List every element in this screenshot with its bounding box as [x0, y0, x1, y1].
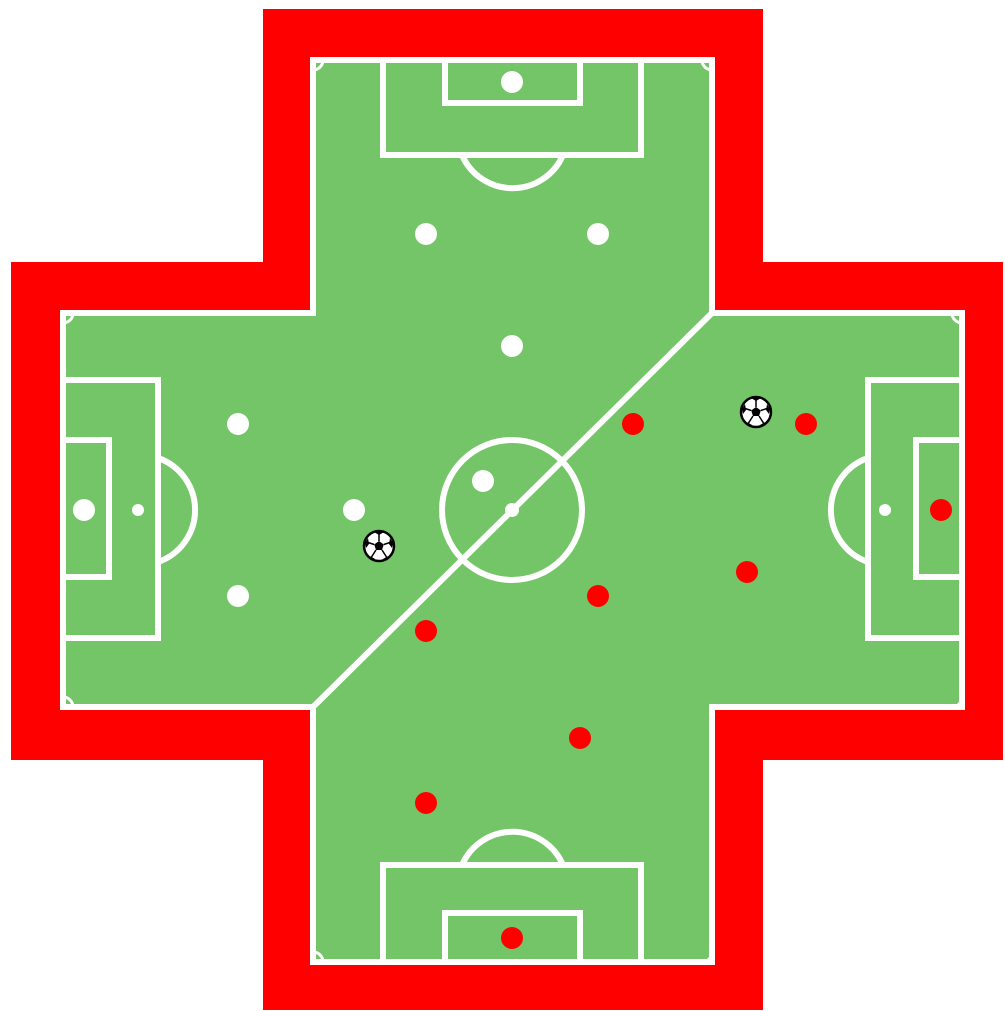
- white-team-player-icon[interactable]: [501, 71, 523, 93]
- red-team-player-icon[interactable]: [569, 727, 591, 749]
- red-team-player-icon[interactable]: [501, 927, 523, 949]
- red-team-player-icon[interactable]: [587, 585, 609, 607]
- penalty-spot: [132, 504, 144, 516]
- white-team-player-icon[interactable]: [415, 223, 437, 245]
- red-team-player-icon[interactable]: [736, 561, 758, 583]
- white-team-player-icon[interactable]: [501, 335, 523, 357]
- red-team-player-icon[interactable]: [415, 792, 437, 814]
- white-team-player-icon[interactable]: [227, 585, 249, 607]
- white-team-player-icon[interactable]: [227, 413, 249, 435]
- soccer-ball-icon[interactable]: [741, 397, 771, 427]
- red-team-player-icon[interactable]: [930, 499, 952, 521]
- red-team-player-icon[interactable]: [622, 413, 644, 435]
- white-team-player-icon[interactable]: [587, 223, 609, 245]
- soccer-ball-icon[interactable]: [364, 531, 394, 561]
- white-team-player-icon[interactable]: [472, 470, 494, 492]
- centre-spot: [505, 503, 519, 517]
- white-team-player-icon[interactable]: [343, 499, 365, 521]
- red-team-player-icon[interactable]: [795, 413, 817, 435]
- red-team-player-icon[interactable]: [415, 620, 437, 642]
- penalty-spot: [879, 504, 891, 516]
- white-team-player-icon[interactable]: [73, 499, 95, 521]
